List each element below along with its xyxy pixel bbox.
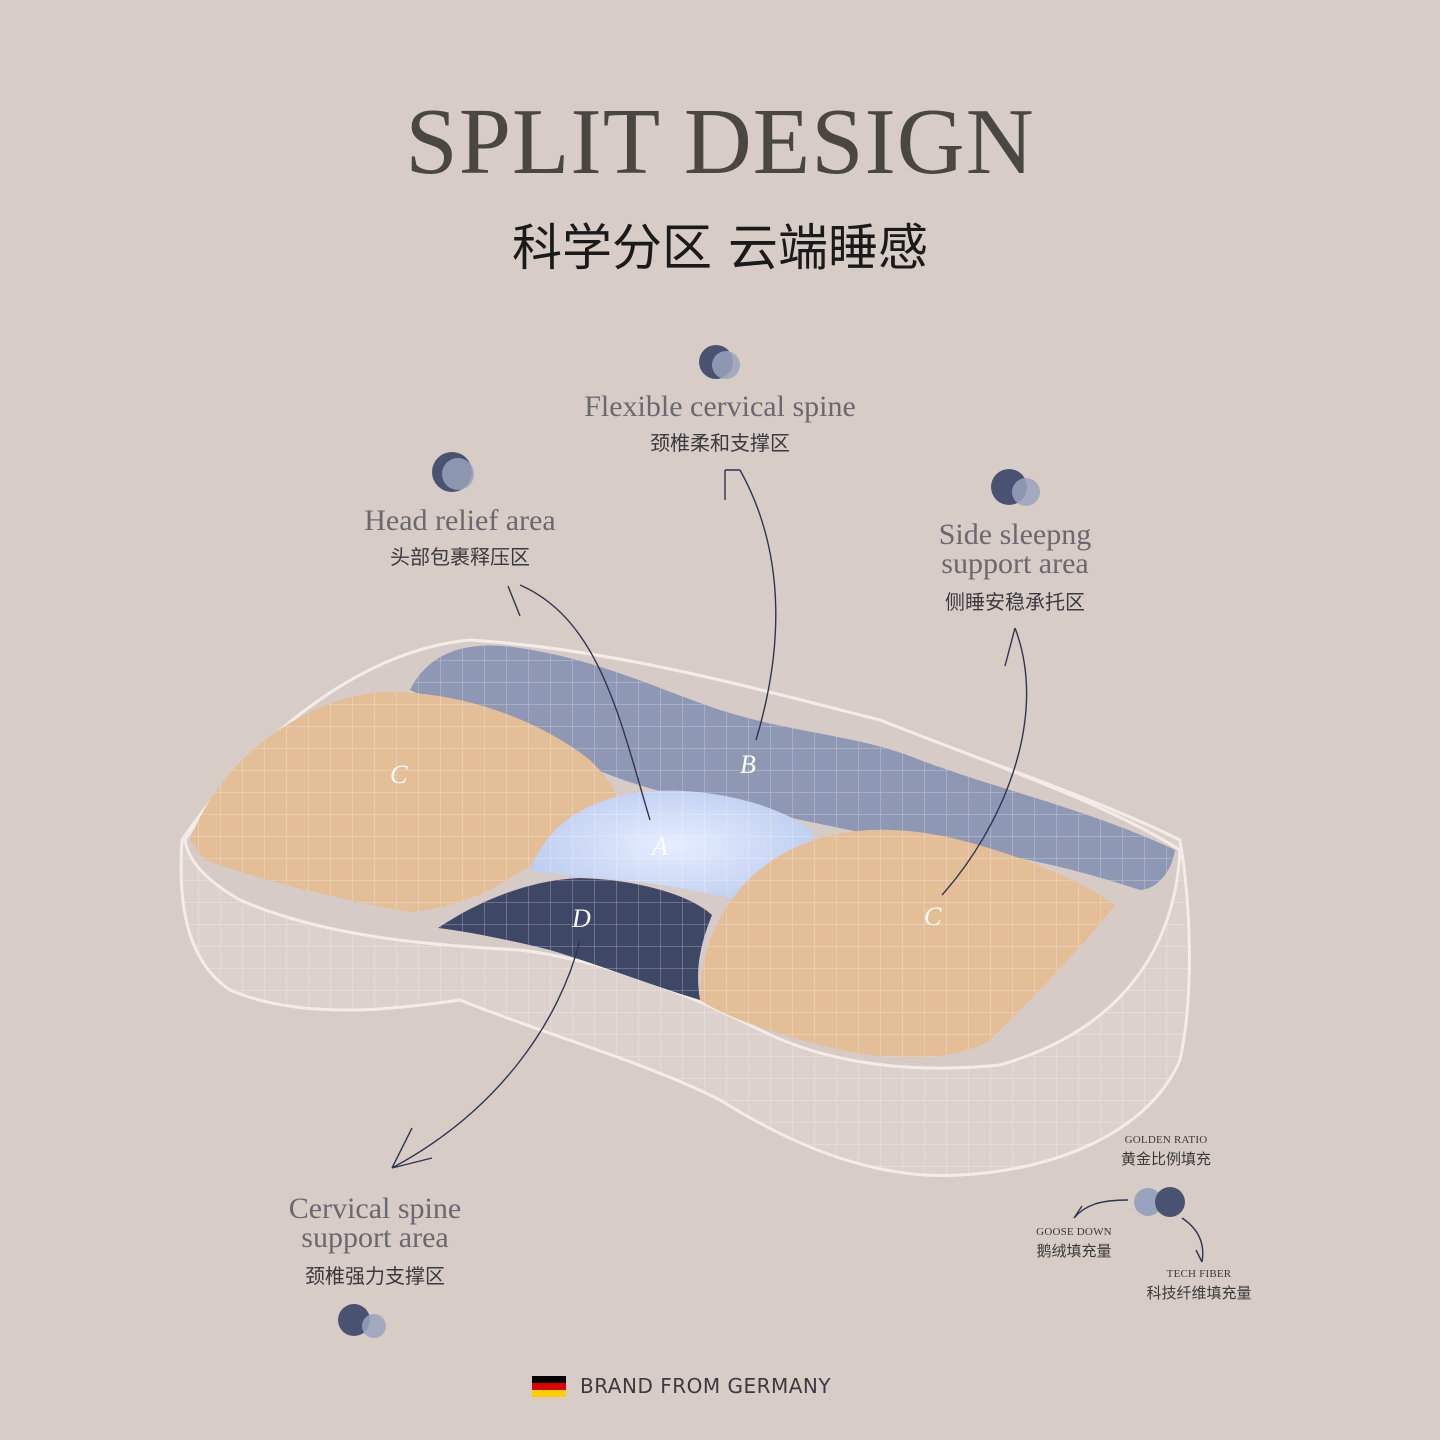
callout-line-cervical-support	[391, 939, 581, 1169]
legend-tech-fiber-en: TECH FIBER	[1166, 1268, 1232, 1280]
legend-golden-ratio: GOLDEN RATIO 黄金比例填充	[1096, 1134, 1236, 1169]
callout-line-head-relief	[507, 584, 651, 821]
callout-line-side-sleep	[941, 627, 1028, 896]
callout-cervical-support: Cervical spine support area 颈椎强力支撑区	[240, 1194, 510, 1289]
callout-side-sleep-en-1: Side sleepng	[938, 518, 1092, 551]
footer-brand-text: BRAND FROM GERMANY	[580, 1374, 832, 1398]
callout-cervical-support-en-1: Cervical spine	[288, 1192, 462, 1225]
callout-side-sleep-zh: 侧睡安稳承托区	[945, 590, 1085, 614]
dot-icon-group	[338, 345, 1185, 1338]
callout-cervical-flex-zh: 颈椎柔和支撑区	[650, 431, 790, 455]
callout-side-sleep: Side sleepng support area 侧睡安稳承托区	[880, 520, 1150, 615]
callout-head-relief-zh: 头部包裹释压区	[390, 545, 530, 569]
legend-goose-down-en: GOOSE DOWN	[1036, 1226, 1112, 1238]
zone-c-right-label: C	[924, 902, 942, 931]
zone-a-label: A	[652, 832, 668, 861]
callout-head-relief: Head relief area 头部包裹释压区	[300, 506, 620, 570]
zone-d-label: D	[572, 904, 591, 933]
zone-c-left-label: C	[390, 760, 408, 789]
callout-cervical-support-zh: 颈椎强力支撑区	[305, 1264, 445, 1288]
callout-cervical-flex-en: Flexible cervical spine	[584, 390, 856, 423]
callout-head-relief-en: Head relief area	[364, 504, 556, 537]
callout-lines	[391, 469, 1204, 1263]
legend-arrow-goose	[1073, 1199, 1129, 1219]
page-subtitle: 科学分区 云端睡感	[512, 219, 928, 277]
callout-line-cervical-flex	[724, 469, 777, 741]
germany-flag-icon	[532, 1375, 566, 1397]
legend-arrow-fiber	[1181, 1217, 1204, 1263]
zone-b-label: B	[740, 750, 756, 779]
callout-cervical-support-en-2: support area	[301, 1221, 449, 1254]
legend-goose-down-zh: 鹅绒填充量	[1036, 1242, 1112, 1260]
legend-golden-ratio-en: GOLDEN RATIO	[1124, 1134, 1208, 1146]
legend-goose-down: GOOSE DOWN 鹅绒填充量	[1004, 1226, 1144, 1261]
legend-golden-ratio-zh: 黄金比例填充	[1120, 1150, 1211, 1168]
page-title: SPLIT DESIGN	[405, 90, 1035, 194]
legend-tech-fiber-zh: 科技纤维填充量	[1146, 1284, 1252, 1302]
footer: BRAND FROM GERMANY	[532, 1374, 831, 1398]
legend-tech-fiber: TECH FIBER 科技纤维填充量	[1124, 1268, 1274, 1303]
callout-cervical-flex: Flexible cervical spine 颈椎柔和支撑区	[520, 392, 920, 456]
callout-side-sleep-en-2: support area	[941, 547, 1089, 580]
